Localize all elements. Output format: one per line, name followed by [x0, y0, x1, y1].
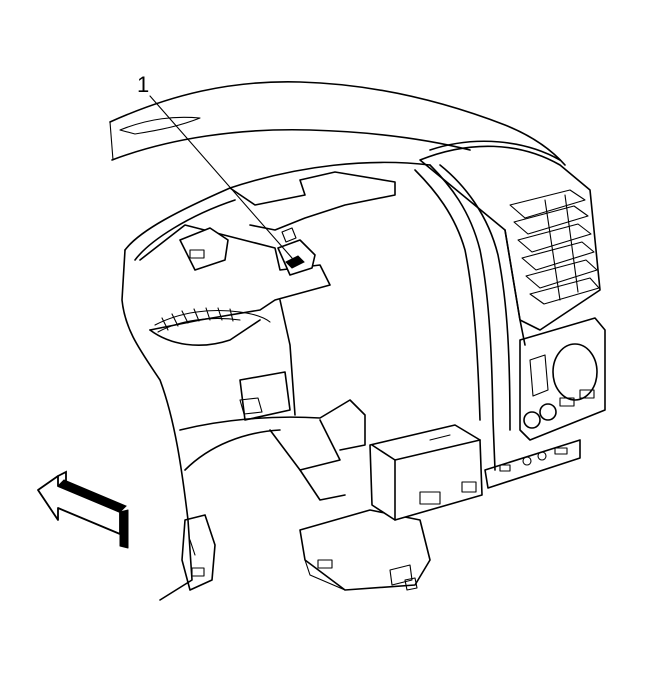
callout-leader-line — [149, 95, 293, 259]
center-air-vent — [509, 189, 600, 305]
callout-1: 1 — [137, 72, 293, 259]
lower-trim-panel — [299, 509, 431, 591]
lower-left-bracket — [181, 514, 216, 591]
lower-switch-bank — [484, 439, 581, 489]
electrical-connector-module — [369, 424, 483, 521]
instrument-panel-bracket — [179, 227, 316, 276]
steering-column-opening — [179, 371, 366, 501]
callout-label: 1 — [137, 72, 149, 97]
wiring-harness — [154, 307, 271, 333]
dash-top-pad — [109, 81, 566, 166]
climate-control-panel — [519, 317, 606, 441]
instrument-panel-shell — [121, 161, 511, 601]
center-stack — [419, 140, 606, 489]
forward-direction-arrow-icon — [37, 470, 129, 549]
